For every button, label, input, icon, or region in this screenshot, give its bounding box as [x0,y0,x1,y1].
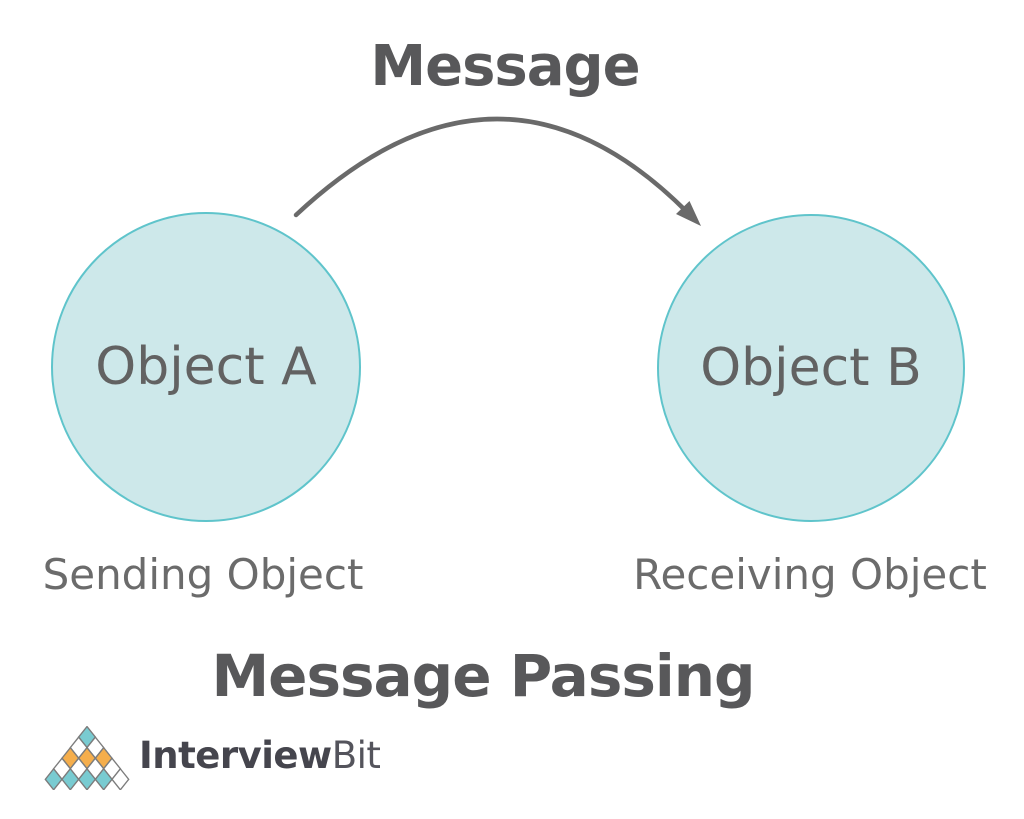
interviewbit-logo: InterviewBit [44,726,381,790]
diagram-title: Message Passing [211,642,755,710]
receiver-object-label: Object B [700,338,922,398]
arrow-head-icon [676,201,701,226]
message-arrow-label: Message [370,34,640,99]
pyramid-diamond-teal [44,767,63,790]
interviewbit-pyramid-icon [44,726,130,790]
interviewbit-wordmark: InterviewBit [139,734,381,777]
receiver-caption: Receiving Object [633,550,987,599]
pyramid-diamond-teal [94,767,113,790]
sender-object-circle: Object A [51,212,361,522]
brand-name-light: Bit [331,734,381,777]
receiver-object-circle: Object B [657,214,965,522]
pyramid-diamond-white [111,767,130,790]
sender-caption: Sending Object [42,550,364,599]
pyramid-diamond-teal [77,767,97,790]
pyramid-diamond-teal [61,767,80,790]
sender-object-label: Object A [95,337,317,397]
arrow-curve [293,116,691,218]
brand-name-bold: Interview [139,734,332,777]
